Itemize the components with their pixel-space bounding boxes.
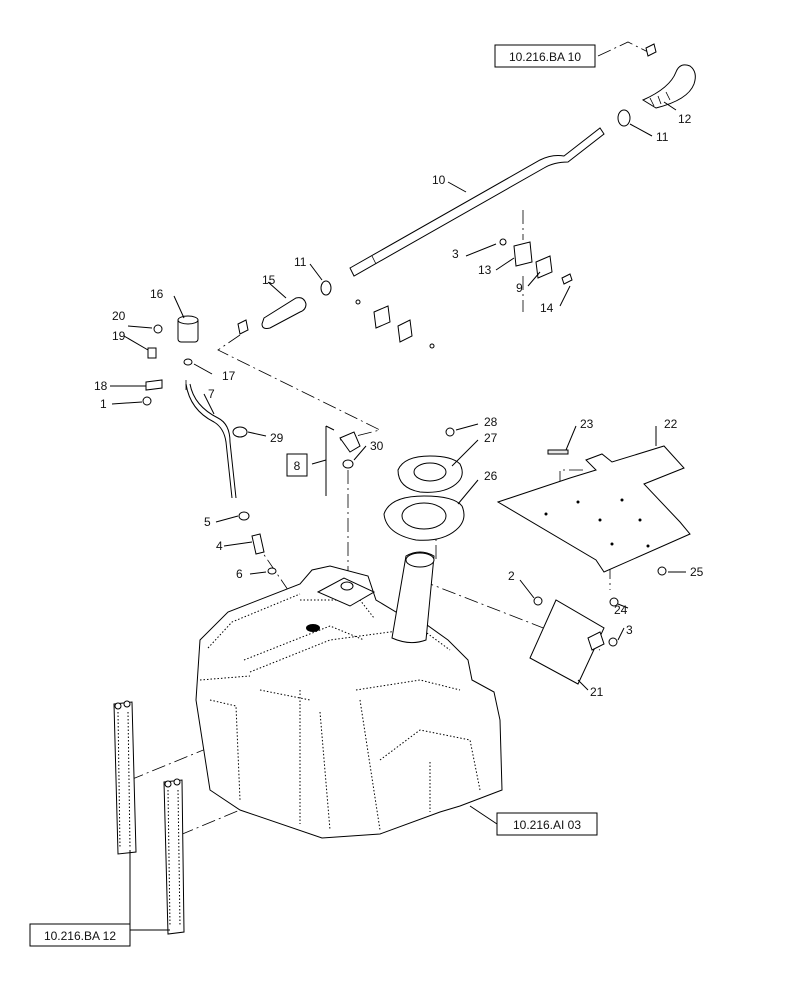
shield-21[interactable] [529, 599, 605, 685]
bolt-14[interactable] [561, 273, 573, 285]
callout-14[interactable]: 14 [540, 301, 554, 315]
leader-lines [110, 101, 686, 935]
bracket-13[interactable] [513, 241, 533, 267]
strap-left[interactable] [113, 700, 137, 855]
callout-28[interactable]: 28 [484, 415, 498, 429]
callout-27[interactable]: 27 [484, 431, 498, 445]
reference-label-tank: 10.216.AI 03 [513, 818, 581, 832]
callout-15[interactable]: 15 [262, 273, 276, 287]
callout-7[interactable]: 7 [208, 387, 215, 401]
fuel-tube-10[interactable] [349, 127, 605, 277]
callout-4[interactable]: 4 [216, 539, 223, 553]
callout-9[interactable]: 9 [516, 281, 523, 295]
hose-7[interactable] [185, 383, 237, 499]
reference-box-bottom[interactable]: 10.216.BA 12 [29, 923, 131, 947]
callout-10[interactable]: 10 [432, 173, 446, 187]
cover-plate-22[interactable] [496, 445, 691, 573]
callout-13[interactable]: 13 [478, 263, 492, 277]
clip-19[interactable] [147, 347, 157, 359]
callout-1[interactable]: 1 [100, 397, 107, 411]
callout-17[interactable]: 17 [222, 369, 236, 383]
callout-29[interactable]: 29 [270, 431, 284, 445]
callout-3[interactable]: 3 [626, 623, 633, 637]
callout-6[interactable]: 6 [236, 567, 243, 581]
callout-3[interactable]: 3 [452, 247, 459, 261]
bolt-1[interactable] [142, 396, 152, 406]
gasket-27[interactable] [397, 455, 463, 493]
bolt-3-right[interactable] [608, 637, 618, 647]
fitting-17[interactable] [183, 358, 193, 366]
clamp-29[interactable] [232, 426, 248, 438]
clamp-left-small[interactable] [237, 319, 249, 335]
bolt-24[interactable] [609, 597, 619, 607]
reference-label-bottom: 10.216.BA 12 [44, 929, 116, 943]
seal-30[interactable] [342, 459, 354, 469]
callout-18[interactable]: 18 [94, 379, 108, 393]
reference-label-top: 10.216.BA 10 [509, 50, 581, 64]
strap-right[interactable] [163, 778, 185, 935]
bolt-25[interactable] [657, 566, 667, 576]
plate-9[interactable] [535, 255, 553, 279]
callout-24[interactable]: 24 [614, 603, 628, 617]
callout-12[interactable]: 12 [678, 112, 692, 126]
callout-16[interactable]: 16 [150, 287, 164, 301]
callout-25[interactable]: 25 [690, 565, 704, 579]
callout-20[interactable]: 20 [112, 309, 126, 323]
fuel-tank[interactable] [195, 551, 503, 839]
fitting-4[interactable] [251, 533, 265, 555]
callout-5[interactable]: 5 [204, 515, 211, 529]
pad-23[interactable] [547, 449, 569, 455]
callout-21[interactable]: 21 [590, 685, 604, 699]
clamp-top-ref[interactable] [645, 43, 657, 57]
seal-6[interactable] [267, 567, 277, 575]
bracket-18[interactable] [145, 379, 163, 391]
hose-15[interactable] [261, 297, 307, 329]
reference-box-top[interactable]: 10.216.BA 10 [494, 44, 596, 68]
gasket-26[interactable] [383, 495, 465, 541]
callout-8: 8 [294, 459, 301, 473]
hose-12[interactable] [641, 64, 696, 109]
callout-30[interactable]: 30 [370, 439, 384, 453]
reference-box-tank[interactable]: 10.216.AI 03 [496, 812, 598, 836]
bolt-3-top[interactable] [499, 238, 507, 246]
callouts: 12 11 10 11 15 16 20 19 18 1 17 7 29 5 4… [94, 112, 704, 699]
bolt-28[interactable] [445, 427, 455, 437]
callout-23[interactable]: 23 [580, 417, 594, 431]
filter-16[interactable] [177, 315, 199, 343]
bolt-2[interactable] [533, 596, 543, 606]
clamp-11-left[interactable] [320, 280, 332, 296]
callout-19[interactable]: 19 [112, 329, 126, 343]
callout-box-8[interactable]: 8 [286, 453, 308, 477]
clamp-5[interactable] [238, 511, 250, 521]
callout-11[interactable]: 11 [294, 255, 307, 269]
callout-22[interactable]: 22 [664, 417, 678, 431]
bracket-8[interactable] [325, 425, 335, 496]
clip-20[interactable] [153, 324, 163, 334]
bracket-mid[interactable] [355, 299, 435, 349]
callout-2[interactable]: 2 [508, 569, 515, 583]
elbow-fitting[interactable] [339, 431, 361, 453]
clamp-11-top[interactable] [617, 109, 631, 127]
callout-26[interactable]: 26 [484, 469, 498, 483]
callout-11[interactable]: 11 [656, 130, 669, 144]
